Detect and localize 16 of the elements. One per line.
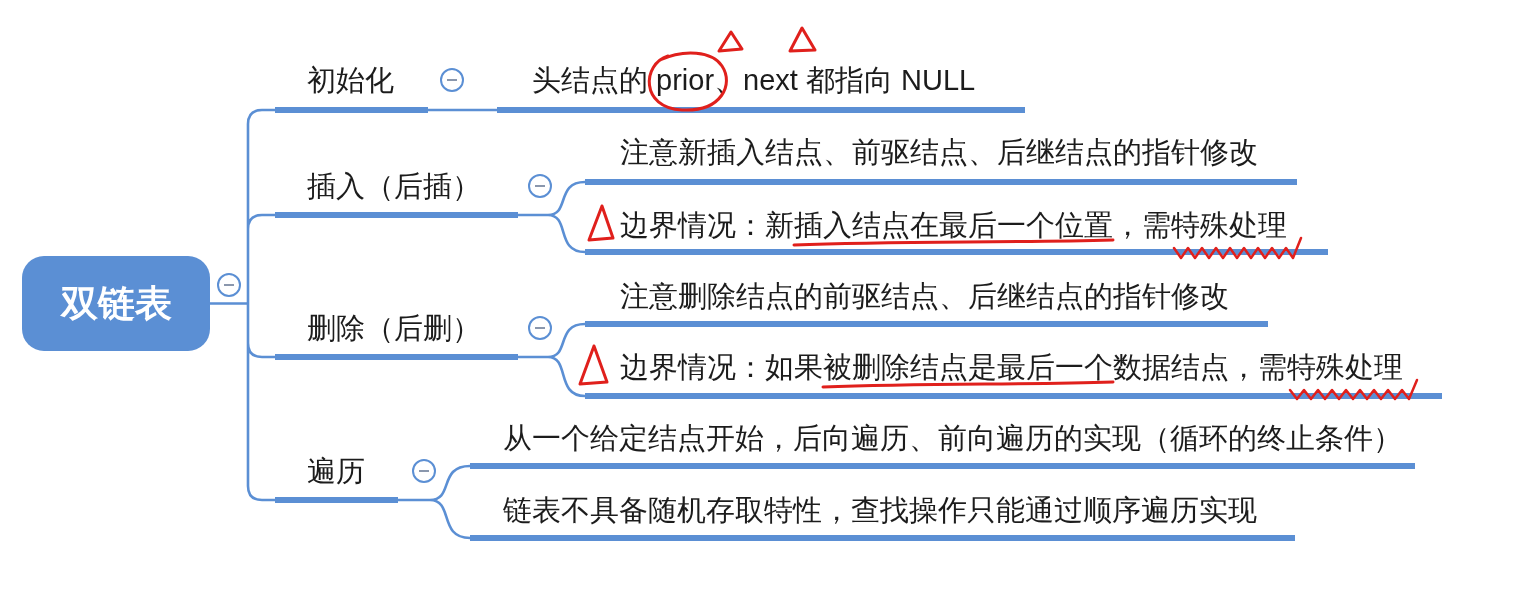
underlined-topic: 从一个给定结点开始，后向遍历、前向遍历的实现（循环的终止条件） bbox=[470, 420, 1415, 469]
branch-line bbox=[396, 464, 472, 540]
underlined-topic: 初始化 bbox=[275, 62, 428, 113]
underlined-topic: 注意新插入结点、前驱结点、后继结点的指针修改 bbox=[585, 134, 1297, 185]
underlined-topic: 边界情况：如果被删除结点是最后一个数据结点，需特殊处理 bbox=[585, 349, 1442, 399]
branch-line bbox=[428, 108, 497, 112]
central-topic-box: 双链表 bbox=[22, 256, 210, 351]
branch-line bbox=[516, 322, 587, 398]
underlined-topic: 遍历 bbox=[275, 453, 398, 503]
underlined-topic: 注意删除结点的前驱结点、后继结点的指针修改 bbox=[585, 278, 1268, 327]
branch-line bbox=[516, 180, 587, 254]
underlined-topic: 边界情况：新插入结点在最后一个位置，需特殊处理 bbox=[585, 207, 1328, 255]
underlined-topic: 插入（后插） bbox=[275, 168, 518, 218]
underlined-topic: 删除（后删） bbox=[275, 310, 518, 360]
underlined-topic: 链表不具备随机存取特性，查找操作只能通过顺序遍历实现 bbox=[470, 492, 1295, 541]
branch-line bbox=[208, 108, 277, 502]
